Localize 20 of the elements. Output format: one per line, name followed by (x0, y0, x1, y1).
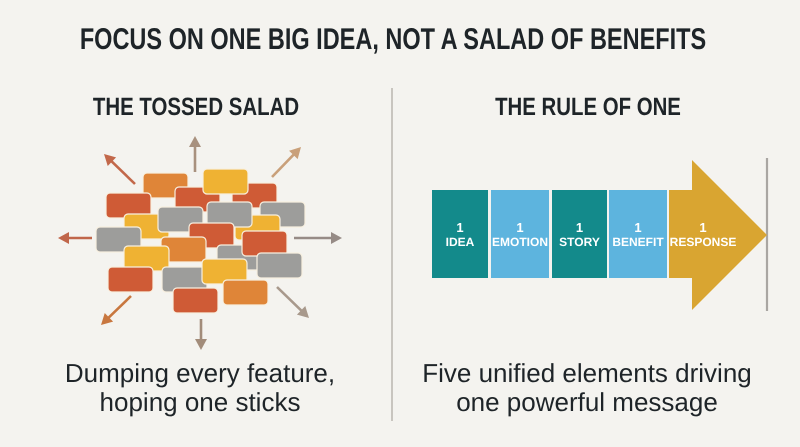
step-label: EMOTION (492, 236, 548, 250)
arrow-shaped-box (669, 160, 767, 310)
step-number: 1 (516, 220, 524, 236)
step-number: 1 (699, 220, 707, 236)
section-heading: THE TOSSED SALAD (92, 93, 300, 122)
caption-text: Dumping every feature, hoping one sticks (64, 359, 336, 417)
caption-text: Five unified elements driving one powerful message (421, 359, 753, 417)
step-box (491, 190, 549, 278)
step-box (552, 190, 607, 278)
title: FOCUS ON ONE BIG IDEA, NOT A SALAD OF BENEFITS (80, 23, 706, 58)
step-label: STORY (559, 236, 600, 250)
step-number: 1 (576, 220, 584, 236)
step-box (609, 190, 667, 278)
step-number: 1 (456, 220, 464, 236)
step-label: IDEA (446, 236, 474, 250)
section-heading: THE RULE OF ONE (495, 93, 681, 122)
step-number: 1 (634, 220, 642, 236)
step-label: BENEFIT (612, 236, 664, 250)
step-box (432, 190, 488, 278)
step-label: RESPONSE (670, 236, 736, 250)
